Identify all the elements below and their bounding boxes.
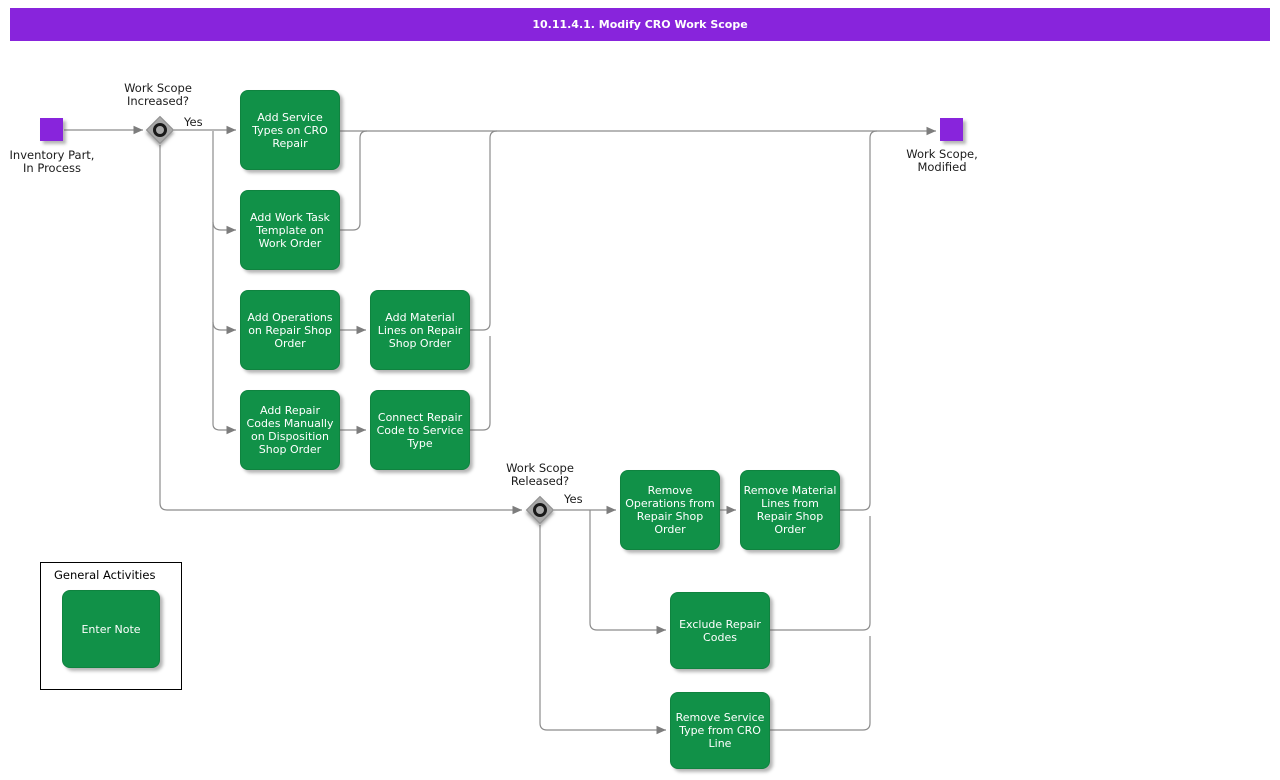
end-node <box>940 118 963 141</box>
general-activities-title: General Activities <box>54 568 156 582</box>
start-node-label: Inventory Part, In Process <box>9 148 95 175</box>
activity-add-repair-codes[interactable]: Add Repair Codes Manually on Disposition… <box>240 390 340 470</box>
activity-connect-repair-code[interactable]: Connect Repair Code to Service Type <box>370 390 470 470</box>
decision-work-scope-increased <box>145 115 175 145</box>
activity-remove-operations[interactable]: Remove Operations from Repair Shop Order <box>620 470 720 550</box>
activity-add-work-task-template[interactable]: Add Work Task Template on Work Order <box>240 190 340 270</box>
decision-ring-icon <box>533 503 547 517</box>
start-node <box>40 118 63 141</box>
activity-add-service-types[interactable]: Add Service Types on CRO Repair <box>240 90 340 170</box>
general-activities-group: General Activities Enter Note <box>40 562 182 690</box>
decision1-label: Work Scope Increased? <box>124 81 192 108</box>
decision1-branch-label: Yes <box>184 115 203 129</box>
activity-exclude-repair-codes[interactable]: Exclude Repair Codes <box>670 592 770 669</box>
decision-work-scope-released <box>525 495 555 525</box>
diagram-title: 10.11.4.1. Modify CRO Work Scope <box>532 18 748 31</box>
activity-add-operations[interactable]: Add Operations on Repair Shop Order <box>240 290 340 370</box>
activity-remove-material-lines[interactable]: Remove Material Lines from Repair Shop O… <box>740 470 840 550</box>
decision2-label: Work Scope Released? <box>506 461 574 488</box>
end-node-label: Work Scope, Modified <box>906 147 978 174</box>
activity-enter-note[interactable]: Enter Note <box>62 590 160 668</box>
decision-ring-icon <box>153 123 167 137</box>
diagram-title-banner: 10.11.4.1. Modify CRO Work Scope <box>10 8 1270 41</box>
decision2-branch-label: Yes <box>564 492 583 506</box>
activity-remove-service-type[interactable]: Remove Service Type from CRO Line <box>670 692 770 769</box>
activity-add-material-lines[interactable]: Add Material Lines on Repair Shop Order <box>370 290 470 370</box>
